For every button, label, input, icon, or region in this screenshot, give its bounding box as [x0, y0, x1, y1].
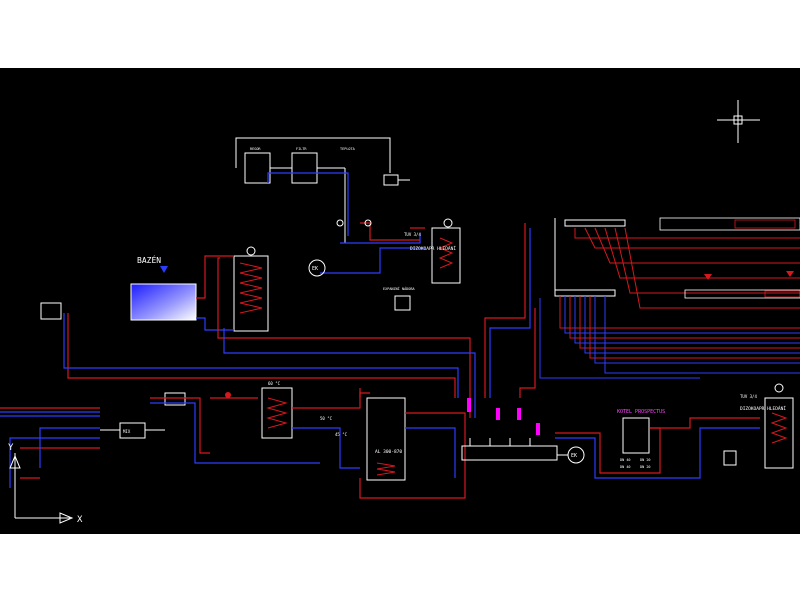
heating-schematic[interactable]: REGOR FILTR TEPLOTA EK DIZOKOAPR HLEDÁNÍ… [0, 68, 800, 534]
tank-label: AL 300-870 [375, 449, 402, 455]
right-boiler-return [665, 427, 760, 479]
mixer-label: MIX [123, 429, 131, 434]
temp-b-label: 50 °C [320, 416, 333, 421]
control-box [40, 302, 62, 320]
plate-exchanger [225, 387, 293, 439]
crosshair-cursor-icon [717, 100, 760, 143]
ucs-axis-icon [9, 453, 74, 524]
arrow-icon [786, 271, 794, 277]
status-area [0, 534, 800, 600]
tank-loop-blue [405, 427, 456, 478]
pool-heat-exchanger [233, 246, 269, 332]
top-return-loop [267, 172, 425, 274]
boiler-right-label: DIZOKOAPR HLEDÁNÍ [740, 404, 786, 412]
kotel-return [555, 437, 665, 479]
mixing-group [100, 392, 186, 439]
dn-b-label: DN 20 [640, 458, 651, 462]
pool-return-pipe [196, 317, 234, 331]
boiler-left [394, 218, 461, 311]
pool-label: BAZÉN [137, 254, 161, 265]
dn-d-label: DN 20 [640, 465, 651, 469]
ucs-x-label: X [77, 515, 83, 525]
boiler-right [723, 383, 794, 469]
exchanger-out [292, 392, 370, 409]
valve-markers [467, 398, 540, 435]
floor-loop-supply [559, 227, 800, 359]
arrow-icon [704, 274, 712, 280]
control-circuit [235, 137, 410, 243]
manifold [461, 438, 558, 461]
ek-top-label: EK [312, 266, 318, 272]
main-supply-pipes [0, 257, 471, 479]
exchanger-return [292, 427, 360, 469]
tank-loop-red [359, 412, 466, 499]
room-coils [659, 217, 800, 299]
tuv-top-label: TUV 3/4 [404, 232, 421, 237]
tuv-right-label: TUV 3/4 [740, 394, 757, 399]
box-c-label: TEPLOTA [340, 147, 356, 151]
storage-tank [366, 397, 406, 481]
kotel-label: KOTEL PROSPECTUS [617, 409, 665, 415]
dn-a-label: DN 40 [620, 458, 631, 462]
mixing-pipes [150, 397, 320, 464]
pool-supply-pipe [196, 255, 234, 299]
valve-icon [336, 219, 344, 227]
pool-arrow-icon [160, 266, 168, 273]
cad-model-space[interactable]: REGOR FILTR TEPLOTA EK DIZOKOAPR HLEDÁNÍ… [0, 68, 800, 534]
riser-pipes [484, 223, 536, 398]
ek-bottom-label: EK [571, 453, 577, 459]
floor-manifold [554, 218, 626, 297]
pool-basin [130, 283, 197, 321]
box-b-label: FILTR [296, 147, 307, 151]
right-boiler-supply [650, 417, 760, 429]
valve-icon [364, 219, 372, 227]
temp-c-label: 45 °C [335, 432, 348, 437]
box-a-label: REGOR [250, 147, 261, 151]
floor-loop-return [539, 296, 800, 379]
ucs-y-label: Y [8, 443, 14, 453]
kotel-unit [622, 417, 650, 454]
main-return-pipes [0, 313, 476, 488]
dn-c-label: DN 40 [620, 465, 631, 469]
exp-vessel-label: EXPANZNÍ NÁDOBA [383, 286, 416, 291]
expansion-tank-icon [308, 259, 326, 277]
boiler-left-label: DIZOKOAPR HLEDÁNÍ [410, 244, 456, 252]
temp-a-label: 60 °C [268, 381, 281, 386]
